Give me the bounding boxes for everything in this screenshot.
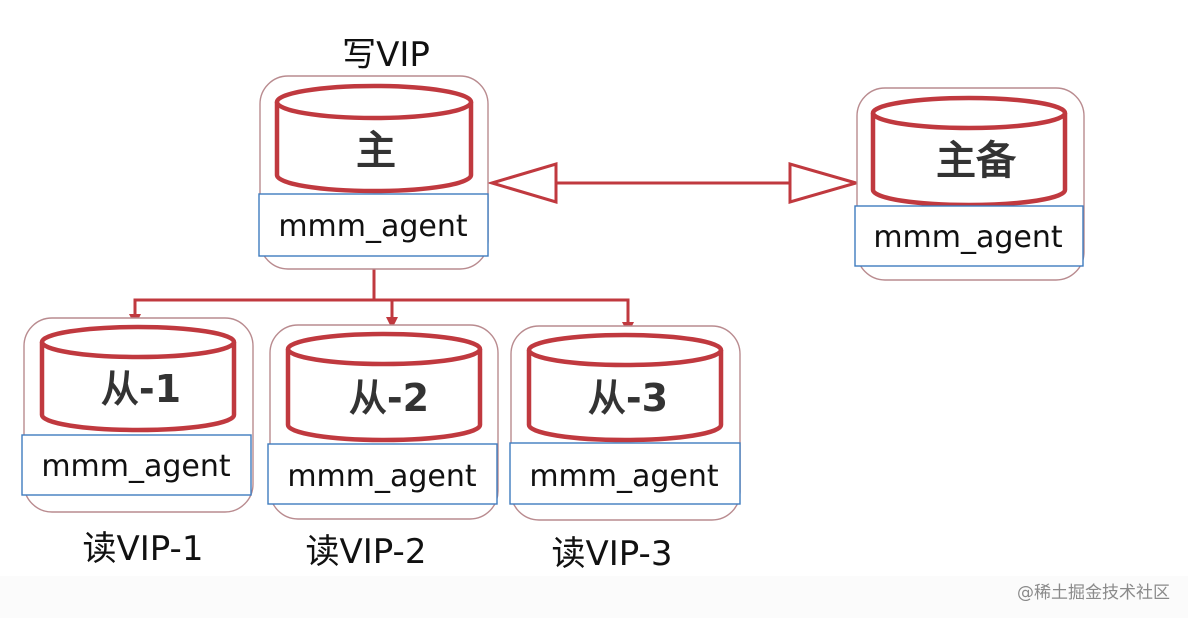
master-db-label: 主 [356, 128, 396, 174]
arrowhead-left-master [486, 161, 558, 205]
slave-node-2: 从-2 mmm_agent 读VIP-2 [267, 324, 499, 572]
slave-2-cylinder-top [285, 348, 483, 367]
slave-1-agent-box [21, 434, 252, 496]
write-vip-label: 写VIP [342, 35, 430, 75]
master-cylinder-top [274, 101, 474, 121]
connector-master-to-slaves [372, 268, 398, 302]
slave-node-1: 从-1 mmm_agent 读VIP-1 [21, 317, 254, 569]
read-vip-1-label: 读VIP-1 [83, 529, 204, 569]
read-vip-2-label: 读VIP-2 [306, 532, 427, 572]
read-vip-3-label: 读VIP-3 [552, 534, 673, 574]
arrowhead-right-standby [788, 162, 862, 204]
slave-2-agent-label: mmm_agent [287, 459, 477, 494]
bottom-band [0, 576, 1188, 618]
slave-2-db-label: 从-2 [349, 376, 429, 420]
slave-2-agent-box [267, 443, 498, 505]
slave-3-db-label: 从-3 [588, 376, 668, 420]
slave-1-cylinder-top [39, 341, 237, 360]
arrowhead-slave-2 [386, 317, 398, 329]
master-agent-box [258, 193, 489, 257]
standby-cylinder-top [870, 112, 1068, 131]
standby-agent-box [854, 205, 1084, 267]
connector-branch-slave-1 [133, 298, 374, 318]
slave-3-agent-label: mmm_agent [529, 459, 719, 494]
slave-node-3: 从-3 mmm_agent 读VIP-3 [509, 325, 741, 574]
standby-agent-label: mmm_agent [873, 220, 1063, 255]
standby-db-label: 主备 [936, 138, 1017, 184]
master-agent-label: mmm_agent [278, 209, 468, 244]
connector-branch-slave-3 [392, 298, 630, 325]
watermark-text: @稀土掘金技术社区 [1017, 583, 1170, 603]
slave-3-agent-box [509, 442, 741, 505]
slave-3-cylinder-top [526, 349, 724, 368]
standby-node: 主备 mmm_agent [854, 87, 1085, 281]
slave-1-agent-label: mmm_agent [41, 449, 231, 484]
slave-1-db-label: 从-1 [101, 367, 181, 411]
master-node: 主 mmm_agent [258, 75, 489, 270]
